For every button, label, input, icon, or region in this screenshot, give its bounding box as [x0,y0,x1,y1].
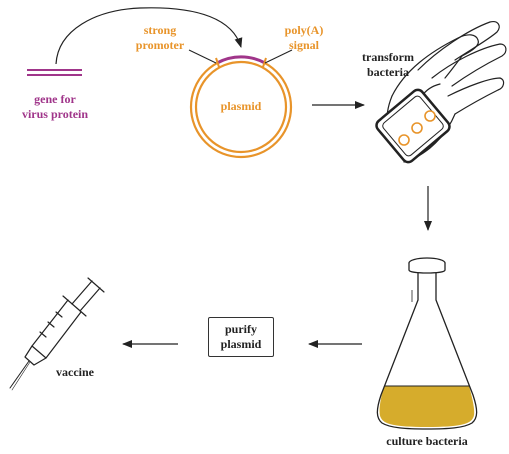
inserted-gene-arc [216,55,266,65]
promoter-pointer [188,49,217,64]
plasmid-label: plasmid [220,99,262,113]
polya-pointer [264,49,293,64]
syringe-icon [9,277,105,391]
polya-label: poly(A)signal [284,23,324,52]
plasmid-ring [189,55,293,159]
gene-segment [27,69,82,76]
purify-label-line2: plasmid [220,337,262,351]
vaccine-label: vaccine [56,365,94,379]
petri-dish-icon [375,88,451,164]
purify-label-line1: purify [224,322,257,336]
culture-label: culture bacteria [386,434,468,448]
purify-plasmid-box: purify plasmid [208,317,274,357]
insertion-arrow [55,7,243,65]
culture-flask-icon [376,257,478,430]
